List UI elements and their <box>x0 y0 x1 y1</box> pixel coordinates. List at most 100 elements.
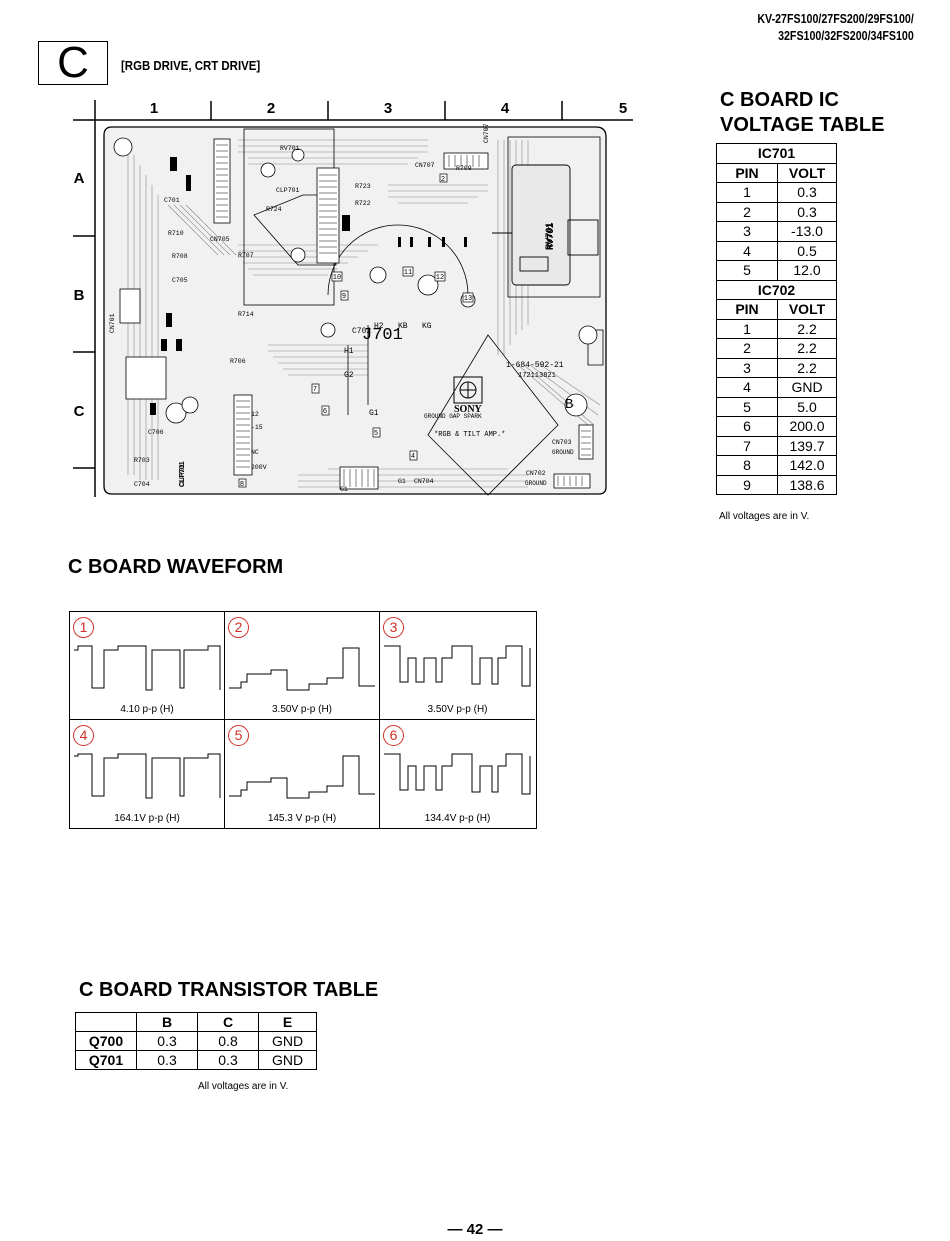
mounting-holes <box>113 137 598 424</box>
board-subtitle: [RGB DRIVE, CRT DRIVE] <box>121 58 261 73</box>
component-label: RV701 <box>280 145 300 152</box>
volt-cell: 139.7 <box>777 435 837 456</box>
sony-logo-mark <box>453 376 574 406</box>
model-numbers: KV-27FS100/27FS200/29FS100/ 32FS100/32FS… <box>758 10 914 44</box>
volt-cell: -13.0 <box>777 221 837 242</box>
rv701-potentiometer <box>492 164 599 286</box>
component-label: R723 <box>355 183 371 190</box>
waveform-trace <box>74 753 221 799</box>
board-diagram: 1 2 3 4 5 A B C <box>73 100 633 497</box>
volt-header: VOLT <box>777 162 837 183</box>
component-label: CN707 <box>483 123 490 143</box>
component-label: 12 <box>251 411 259 418</box>
table-row: Q701 0.3 0.3 GND <box>75 1050 317 1070</box>
component-label: R722 <box>355 200 371 207</box>
grid-row-c: C <box>74 403 85 420</box>
clp701-label: CLP701 <box>179 461 186 487</box>
component-label: C704 <box>134 481 150 488</box>
component-label: G1 <box>340 486 348 493</box>
test-point-label: 5 <box>374 430 378 438</box>
jack-label: J701 <box>362 326 403 345</box>
pin-cell: 2 <box>716 201 778 222</box>
waveform-cell-1: 1 4.10 p-p (H) <box>70 612 225 720</box>
grid-row-b: B <box>74 287 85 304</box>
waveform-trace <box>384 645 531 687</box>
component-label: R706 <box>230 358 246 365</box>
pin-cell: 1 <box>716 318 778 339</box>
table-header: E <box>258 1012 317 1032</box>
pin-cell: 5 <box>716 260 778 281</box>
waveform-number: 2 <box>228 617 249 638</box>
component-label: CN704 <box>414 478 434 485</box>
volt-cell: 2.2 <box>777 318 837 339</box>
component-label: R724 <box>266 206 282 213</box>
component-pads <box>150 157 467 415</box>
waveform-caption: 3.50V p-p (H) <box>271 704 333 715</box>
collector-voltage: 0.8 <box>197 1031 259 1051</box>
volt-cell: 12.0 <box>777 260 837 281</box>
grid-row-a: A <box>74 170 85 187</box>
transistor-note: All voltages are in V. <box>198 1081 289 1092</box>
grid-col-1: 1 <box>150 100 158 117</box>
waveform-number: 3 <box>383 617 404 638</box>
rv701-label: RV701 <box>544 223 554 250</box>
connector-pins <box>216 144 591 487</box>
sony-brand: SONY <box>454 404 483 415</box>
table-header <box>75 1012 137 1032</box>
model-line-2: 32FS100/32FS200/34FS100 <box>778 28 914 43</box>
component-label: CN705 <box>210 236 230 243</box>
transistor-table: B C E Q700 0.3 0.8 GND Q701 0.3 0.3 GND <box>75 1012 317 1070</box>
component-label: G2 <box>344 371 354 380</box>
waveform-number: 6 <box>383 725 404 746</box>
base-voltage: 0.3 <box>136 1050 198 1070</box>
grid-col-2: 2 <box>267 100 275 117</box>
volt-cell: 2.2 <box>777 357 837 378</box>
page-number: — 42 — <box>447 1221 503 1238</box>
waveform-trace <box>229 755 375 799</box>
component-label: C705 <box>172 277 188 284</box>
component-label: NC <box>251 449 259 456</box>
component-label: CN702 <box>526 470 546 477</box>
part-number: 1-684-592-21 <box>506 361 564 370</box>
test-point-label: 4 <box>411 453 415 461</box>
waveform-cell-3: 3 3.50V p-p (H) <box>380 612 535 720</box>
waveform-caption: 134.4V p-p (H) <box>424 813 491 824</box>
pin-header: PIN <box>716 162 778 183</box>
ground-label: GROUND <box>552 449 574 456</box>
ic-table-title: C BOARD IC VOLTAGE TABLE <box>720 88 884 138</box>
waveform-cell-6: 6 134.4V p-p (H) <box>380 720 535 828</box>
test-point-label: 13 <box>464 295 472 303</box>
test-point-label: 6 <box>323 408 327 416</box>
waveform-cell-5: 5 145.3 V p-p (H) <box>225 720 380 828</box>
ic-table-title-line-2: VOLTAGE TABLE <box>720 114 885 136</box>
waveform-cell-2: 2 3.50V p-p (H) <box>225 612 380 720</box>
component-label: 200V <box>251 464 267 471</box>
waveform-trace <box>384 753 531 795</box>
transistor-name: Q700 <box>75 1031 137 1051</box>
test-point-label: 12 <box>436 274 444 282</box>
component-label: KG <box>422 322 432 331</box>
grid-col-5: 5 <box>619 100 627 117</box>
test-point-boxes <box>238 173 474 488</box>
component-label: R710 <box>168 230 184 237</box>
ic701-header: IC701 <box>716 143 837 164</box>
component-label: C706 <box>148 429 164 436</box>
table-header: B <box>136 1012 198 1032</box>
component-label: CN707 <box>415 162 435 169</box>
pin-header: PIN <box>716 299 778 320</box>
component-label: H1 <box>344 347 354 356</box>
table-row: 3-13.0 <box>716 221 837 242</box>
emitter-voltage: GND <box>258 1050 317 1070</box>
waveform-caption: 4.10 p-p (H) <box>120 704 174 715</box>
transistor-name: Q701 <box>75 1050 137 1070</box>
